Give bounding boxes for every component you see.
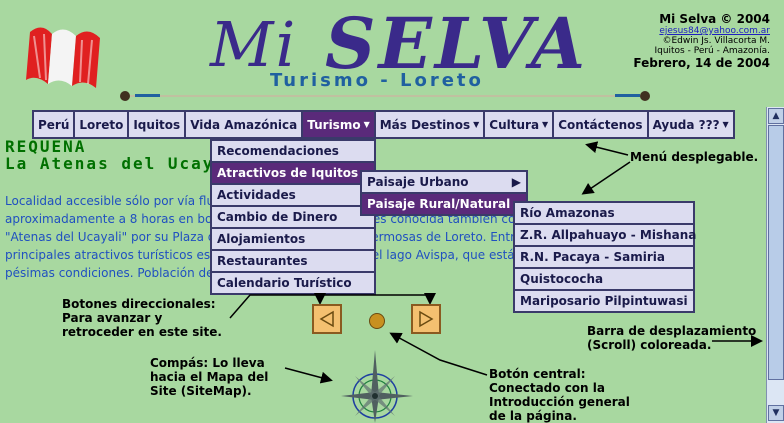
site-subtitle: Turismo - Loreto <box>270 70 484 91</box>
menu-item-vida-amazonica[interactable]: Vida Amazónica <box>186 112 302 137</box>
chevron-right-icon: ▶ <box>511 175 521 189</box>
heading-requena: REQUENA <box>5 137 87 156</box>
logo-mi: Mi <box>210 8 298 81</box>
site-title: Mi Selva © 2004 <box>659 12 770 26</box>
chevron-down-icon: ▼ <box>542 120 549 129</box>
dd-recomendaciones[interactable]: Recomendaciones <box>212 141 374 161</box>
scrollbar[interactable]: ▲ ▼ <box>766 107 784 423</box>
menu-item-contactenos[interactable]: Contáctenos <box>554 112 647 137</box>
dd-restaurantes[interactable]: Restaurantes <box>212 251 374 271</box>
peru-flag-logo <box>26 27 100 89</box>
author-text: ©Edwin Js. Villacorta M. <box>662 36 770 46</box>
menu-item-mas-destinos[interactable]: Más Destinos▼ <box>375 112 484 137</box>
forward-button[interactable] <box>411 304 441 334</box>
triangle-right-icon <box>419 310 434 328</box>
menu-item-loreto[interactable]: Loreto <box>75 112 128 137</box>
dd-rio-amazonas[interactable]: Río Amazonas <box>515 203 693 223</box>
dd-atractivos-iquitos[interactable]: Atractivos de Iquitos <box>212 163 374 183</box>
header-divider <box>130 94 645 97</box>
dd-allpahuayo[interactable]: Z.R. Allpahuayo - Mishana <box>515 225 696 245</box>
annotation-central: Botón central: Conectado con la Introduc… <box>489 367 630 423</box>
chevron-down-icon: ▼ <box>363 120 370 129</box>
compass-icon[interactable] <box>333 348 418 423</box>
scrollbar-thumb[interactable] <box>768 125 784 380</box>
divider-dot-left <box>120 91 130 101</box>
date-text: Febrero, 14 de 2004 <box>633 56 770 70</box>
dd-paisaje-urbano[interactable]: Paisaje Urbano▶ <box>362 172 526 192</box>
dropdown-atractivos: Paisaje Urbano▶ Paisaje Rural/Natural <box>360 170 528 216</box>
logo-selva: SELVA <box>325 2 589 85</box>
dropdown-rural: Río Amazonas Z.R. Allpahuayo - Mishana R… <box>513 201 696 313</box>
dd-quistococha[interactable]: Quistococha <box>515 269 693 289</box>
dropdown-turismo: Recomendaciones Atractivos de Iquitos Ac… <box>210 139 376 295</box>
scroll-down-button[interactable]: ▼ <box>768 405 784 421</box>
central-button[interactable] <box>369 313 385 329</box>
dd-cambio-dinero[interactable]: Cambio de Dinero <box>212 207 374 227</box>
page-heading: REQUENA La Atenas del Ucayali <box>5 138 249 172</box>
scroll-up-button[interactable]: ▲ <box>768 108 784 124</box>
site-info: Mi Selva © 2004 ejesus84@yahoo.com.ar ©E… <box>633 12 770 70</box>
back-button[interactable] <box>312 304 342 334</box>
dd-paisaje-rural[interactable]: Paisaje Rural/Natural <box>362 194 526 214</box>
chevron-down-icon: ▼ <box>722 120 729 129</box>
annotation-scroll: Barra de desplazamiento (Scroll) colorea… <box>587 324 757 352</box>
chevron-down-icon: ▼ <box>473 120 480 129</box>
dd-alojamientos[interactable]: Alojamientos <box>212 229 374 249</box>
arrow-down-icon: ▼ <box>772 408 780 418</box>
menu-item-peru[interactable]: Perú <box>34 112 74 137</box>
annotation-compass: Compás: Lo lleva hacia el Mapa del Site … <box>150 356 269 398</box>
dd-pacaya-samiria[interactable]: R.N. Pacaya - Samiria <box>515 247 693 267</box>
triangle-left-icon <box>319 310 334 328</box>
location-text: Iquitos - Perú - Amazonía. <box>654 46 770 56</box>
dd-calendario[interactable]: Calendario Turístico <box>212 273 374 293</box>
main-menu-bar: Perú Loreto Iquitos Vida Amazónica Turis… <box>32 110 735 139</box>
divider-dot-right <box>640 91 650 101</box>
menu-item-iquitos[interactable]: Iquitos <box>129 112 185 137</box>
dd-actividades[interactable]: Actividades <box>212 185 374 205</box>
annotation-menu: Menú desplegable. <box>630 150 759 164</box>
annotation-buttons: Botones direccionales: Para avanzar y re… <box>62 297 222 339</box>
menu-item-cultura[interactable]: Cultura▼ <box>485 112 553 137</box>
arrow-up-icon: ▲ <box>772 111 780 121</box>
menu-item-ayuda[interactable]: Ayuda ???▼ <box>648 112 733 137</box>
dd-mariposario[interactable]: Mariposario Pilpintuwasi <box>515 291 693 311</box>
email-link[interactable]: ejesus84@yahoo.com.ar <box>659 26 770 36</box>
heading-subtitle: La Atenas del Ucayali <box>5 154 250 173</box>
menu-item-turismo[interactable]: Turismo▼ <box>303 112 374 137</box>
